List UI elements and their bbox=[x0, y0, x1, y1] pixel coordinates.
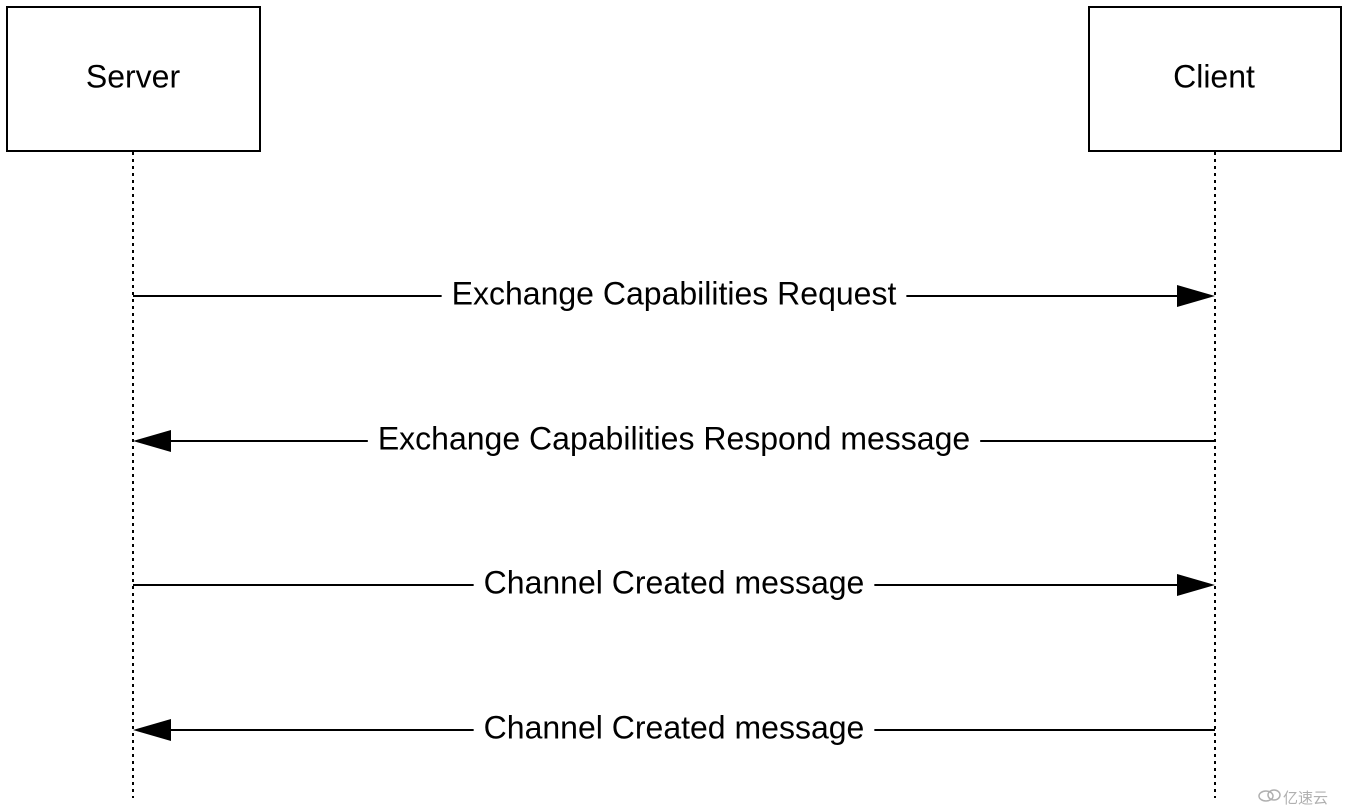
message-2: Exchange Capabilities Respond message bbox=[133, 420, 1215, 456]
message-label: Exchange Capabilities Respond message bbox=[378, 420, 970, 456]
watermark-text: 亿速云 bbox=[1283, 789, 1328, 807]
message-label: Channel Created message bbox=[484, 709, 865, 745]
arrow-right-icon bbox=[1177, 574, 1215, 596]
participant-client: Client bbox=[1088, 6, 1342, 152]
message-4: Channel Created message bbox=[133, 709, 1215, 745]
cloud-logo-icon bbox=[1258, 789, 1281, 802]
arrow-right-icon bbox=[1177, 285, 1215, 307]
server-label: Server bbox=[86, 58, 181, 94]
arrow-left-icon bbox=[133, 430, 171, 452]
server-box bbox=[6, 6, 261, 152]
client-box bbox=[1088, 6, 1342, 152]
message-label: Exchange Capabilities Request bbox=[452, 275, 897, 311]
message-1: Exchange Capabilities Request bbox=[133, 275, 1215, 311]
watermark: 亿速云 bbox=[1258, 789, 1328, 807]
participant-server: Server bbox=[6, 6, 261, 152]
message-label: Channel Created message bbox=[484, 564, 865, 600]
client-label: Client bbox=[1173, 58, 1255, 94]
arrow-left-icon bbox=[133, 719, 171, 741]
message-3: Channel Created message bbox=[133, 564, 1215, 600]
